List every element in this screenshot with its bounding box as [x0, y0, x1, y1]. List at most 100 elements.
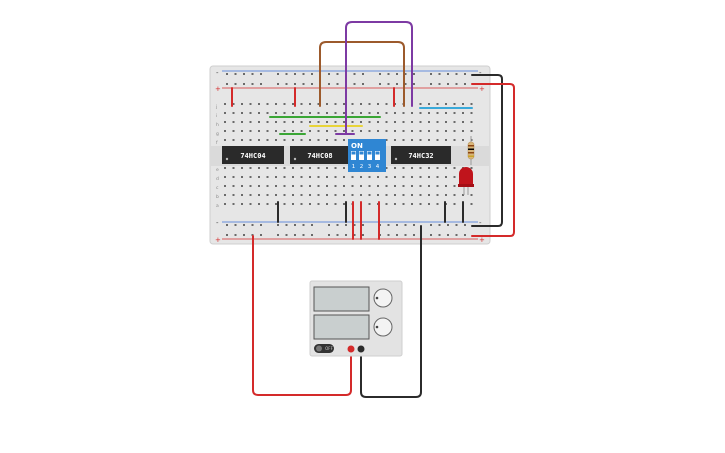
breadboard-hole[interactable] — [436, 194, 439, 196]
breadboard-hole[interactable] — [453, 121, 456, 123]
breadboard-hole[interactable] — [462, 121, 464, 123]
breadboard-hole[interactable] — [226, 234, 228, 236]
breadboard-hole[interactable] — [411, 194, 413, 196]
breadboard-hole[interactable] — [317, 167, 320, 169]
breadboard-hole[interactable] — [226, 224, 228, 226]
breadboard-hole[interactable] — [428, 203, 430, 205]
breadboard-hole[interactable] — [258, 130, 260, 132]
power-supply[interactable]: OFF — [309, 280, 403, 357]
breadboard-hole[interactable] — [258, 139, 260, 141]
breadboard-hole[interactable] — [232, 167, 235, 169]
breadboard-hole[interactable] — [377, 112, 379, 114]
breadboard-hole[interactable] — [275, 194, 277, 196]
breadboard-hole[interactable] — [317, 130, 320, 132]
breadboard-hole[interactable] — [283, 167, 286, 169]
breadboard-hole[interactable] — [402, 203, 405, 205]
breadboard-hole[interactable] — [470, 121, 473, 123]
brown-wire[interactable] — [319, 41, 405, 107]
breadboard-hole[interactable] — [292, 194, 294, 196]
breadboard-hole[interactable] — [402, 167, 405, 169]
breadboard-hole[interactable] — [266, 121, 269, 123]
breadboard-hole[interactable] — [428, 194, 430, 196]
breadboard-hole[interactable] — [275, 103, 277, 105]
breadboard-hole[interactable] — [311, 234, 313, 236]
breadboard-hole[interactable] — [266, 167, 269, 169]
breadboard-hole[interactable] — [317, 185, 320, 187]
breadboard-hole[interactable] — [258, 112, 260, 114]
breadboard-hole[interactable] — [251, 234, 254, 236]
breadboard-hole[interactable] — [379, 73, 381, 75]
breadboard-hole[interactable] — [428, 167, 430, 169]
breadboard-hole[interactable] — [464, 73, 466, 75]
breadboard-hole[interactable] — [275, 185, 277, 187]
breadboard-hole[interactable] — [343, 203, 345, 205]
breadboard-hole[interactable] — [285, 224, 288, 226]
breadboard-hole[interactable] — [343, 103, 345, 105]
breadboard-hole[interactable] — [428, 130, 430, 132]
breadboard-hole[interactable] — [326, 167, 328, 169]
breadboard-hole[interactable] — [326, 176, 328, 178]
breadboard-hole[interactable] — [302, 224, 305, 226]
breadboard-hole[interactable] — [234, 73, 237, 75]
breadboard-hole[interactable] — [453, 185, 456, 187]
breadboard-hole[interactable] — [411, 167, 413, 169]
breadboard-hole[interactable] — [326, 103, 328, 105]
breadboard-hole[interactable] — [309, 130, 311, 132]
breadboard-hole[interactable] — [419, 112, 422, 114]
breadboard-hole[interactable] — [300, 112, 303, 114]
breadboard-hole[interactable] — [302, 73, 305, 75]
breadboard-hole[interactable] — [436, 139, 439, 141]
breadboard-hole[interactable] — [394, 203, 396, 205]
breadboard-hole[interactable] — [445, 112, 447, 114]
breadboard-hole[interactable] — [292, 112, 294, 114]
breadboard-hole[interactable] — [283, 103, 286, 105]
breadboard-hole[interactable] — [436, 176, 439, 178]
breadboard-hole[interactable] — [402, 185, 405, 187]
breadboard-hole[interactable] — [326, 185, 328, 187]
breadboard-hole[interactable] — [404, 73, 407, 75]
breadboard-hole[interactable] — [326, 121, 328, 123]
breadboard-hole[interactable] — [275, 139, 277, 141]
breadboard-hole[interactable] — [470, 112, 473, 114]
breadboard-hole[interactable] — [351, 176, 354, 178]
breadboard-hole[interactable] — [243, 234, 245, 236]
breadboard-hole[interactable] — [428, 103, 430, 105]
breadboard-hole[interactable] — [453, 203, 456, 205]
breadboard-hole[interactable] — [402, 194, 405, 196]
breadboard-hole[interactable] — [360, 103, 362, 105]
breadboard-hole[interactable] — [309, 185, 311, 187]
breadboard-hole[interactable] — [260, 83, 262, 85]
breadboard-hole[interactable] — [275, 176, 277, 178]
breadboard-hole[interactable] — [285, 83, 288, 85]
breadboard-hole[interactable] — [266, 176, 269, 178]
breadboard-hole[interactable] — [336, 83, 339, 85]
breadboard-hole[interactable] — [343, 185, 345, 187]
breadboard-hole[interactable] — [368, 130, 371, 132]
breadboard-hole[interactable] — [436, 185, 439, 187]
breadboard-hole[interactable] — [283, 139, 286, 141]
breadboard-hole[interactable] — [285, 234, 288, 236]
breadboard-hole[interactable] — [411, 203, 413, 205]
breadboard-hole[interactable] — [226, 73, 228, 75]
breadboard-hole[interactable] — [419, 130, 422, 132]
breadboard-hole[interactable] — [283, 121, 286, 123]
breadboard-hole[interactable] — [394, 112, 396, 114]
breadboard-hole[interactable] — [428, 112, 430, 114]
breadboard-hole[interactable] — [419, 167, 422, 169]
breadboard-hole[interactable] — [377, 176, 379, 178]
breadboard-hole[interactable] — [249, 112, 252, 114]
breadboard-hole[interactable] — [224, 194, 226, 196]
breadboard-hole[interactable] — [394, 185, 396, 187]
breadboard-hole[interactable] — [445, 139, 447, 141]
breadboard-hole[interactable] — [396, 234, 398, 236]
breadboard-hole[interactable] — [462, 194, 464, 196]
breadboard-hole[interactable] — [404, 234, 407, 236]
breadboard-hole[interactable] — [232, 185, 235, 187]
dip-switch[interactable]: ON 1 2 3 4 — [348, 139, 386, 172]
breadboard-hole[interactable] — [411, 185, 413, 187]
breadboard-hole[interactable] — [343, 194, 345, 196]
breadboard-hole[interactable] — [447, 83, 449, 85]
breadboard-hole[interactable] — [294, 73, 296, 75]
breadboard-hole[interactable] — [249, 167, 252, 169]
breadboard-hole[interactable] — [309, 167, 311, 169]
